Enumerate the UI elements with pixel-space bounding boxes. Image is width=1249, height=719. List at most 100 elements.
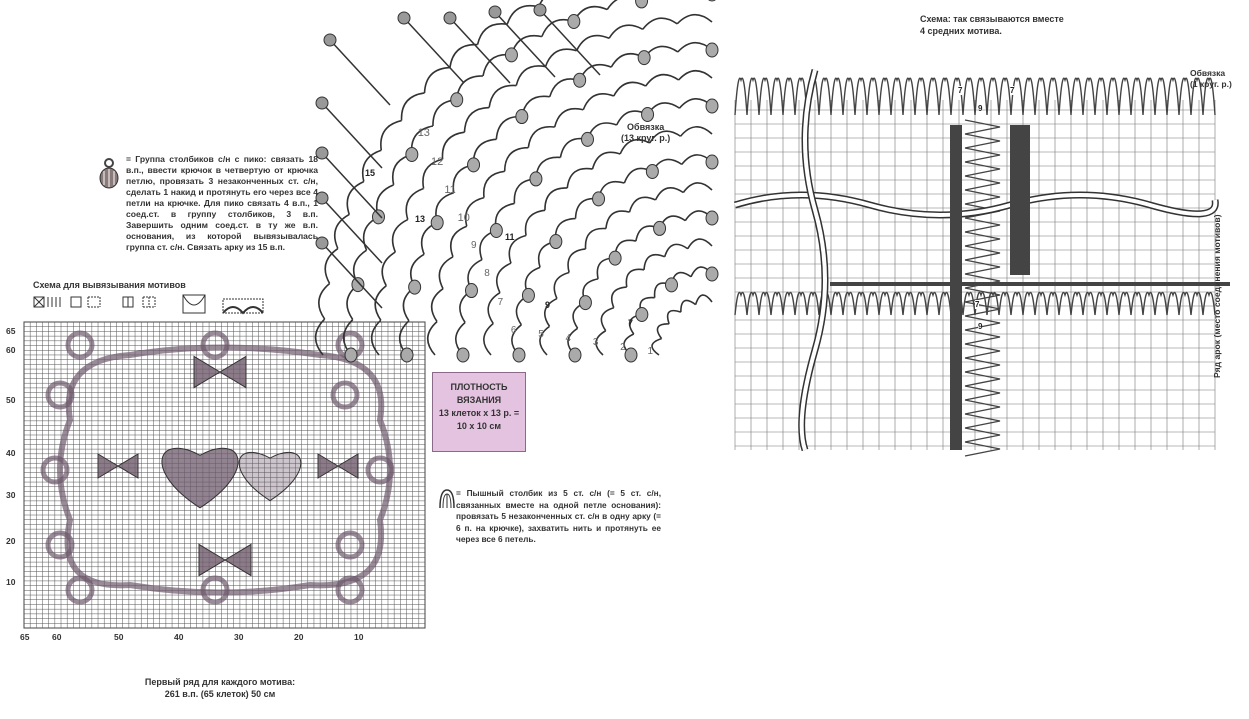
puff-stitch-mark [635,307,649,322]
puff-stitch-mark [708,0,716,2]
picot-arc [321,197,383,264]
fan-row-arcs [314,0,544,356]
x-tick-label: 50 [114,632,124,642]
picot-arc [329,39,391,106]
picot-note-text: = Группа столбиков с/н с пико: связать 1… [126,154,318,252]
puff-stitch-mark [504,47,518,63]
curl-motif [45,530,75,560]
fan-row-arcs [455,98,713,356]
join-diagram-title: Схема: так связываются вместе 4 средних … [920,13,1064,37]
picot-arc [403,17,465,84]
puff-stitch-icon [438,488,456,510]
picot-arc [321,102,383,169]
fan-row-arcs [539,182,713,356]
first-row-caption: Первый ряд для каждого мотива: 261 в.п. … [110,676,330,700]
puff-stitch-mark [344,347,358,363]
wavy-divider-v-inner [799,69,827,451]
curl-motif [45,380,75,410]
half-square-icon [122,296,156,308]
curl-motif [65,575,95,605]
curl-motif [200,330,230,360]
puff-note-text: = Пышный столбик из 5 ст. с/н (= 5 ст. с… [456,488,661,544]
curl-motif [330,380,360,410]
picot-arc [321,152,383,219]
puff-stitch-mark [430,215,444,231]
fan-row-arcs [623,266,713,356]
puff-stitch-mark [581,131,594,147]
arch-row-label: Ряд арок (место соединения мотивов) [1212,214,1222,378]
picot-mark [323,33,337,47]
fan-row-arcs [426,69,713,356]
puff-stitch-mark [645,163,659,179]
puff-stitch-mark [408,279,422,295]
x-tick-label: 65 [20,632,30,642]
picot-arc [321,242,383,309]
arch-icon [182,294,264,315]
join-count-label: 9 [978,322,983,331]
join-title-2: 4 средних мотива. [920,26,1002,36]
empty-square-icon [70,296,101,308]
puff-stitch-mark [705,98,719,114]
puff-stitch-mark [529,171,543,187]
puff-stitch-mark [467,157,481,173]
puff-stitch-mark [450,92,464,108]
puff-stitch-mark [705,42,719,58]
fan-row-arcs [595,238,713,356]
motif-legend-symbols [33,293,293,317]
density-title-1: ПЛОТНОСТЬ [450,382,508,392]
fan-row-number: 6 [510,324,517,336]
y-tick-label: 30 [6,490,16,500]
fan-row-arcs [398,41,713,356]
y-tick-label: 60 [6,345,16,355]
edging-loops [734,77,1216,116]
picot-mark [533,3,547,17]
y-tick-label: 20 [6,536,16,546]
caption-line-1: Первый ряд для каждого мотива: [144,677,296,687]
fan-row-arcs [567,210,713,356]
arc-count-label: 15 [365,168,376,178]
knitting-density-box: ПЛОТНОСТЬ ВЯЗАНИЯ 13 клеток х 13 р. = 10… [432,372,526,452]
picot-mark [397,11,411,25]
arc-count-label: 13 [415,214,426,224]
fan-edging-title: Обвязка [627,122,665,132]
puff-stitch-mark [549,234,563,250]
bow-motif-top [193,355,247,389]
fan-row-number: 2 [620,341,626,353]
fan-row-number: 7 [497,296,504,308]
puff-stitch-mark [515,109,529,125]
bow-motif-right [317,453,359,479]
puff-stitch-mark [637,50,651,66]
y-tick-label: 10 [6,577,16,587]
fan-row-number: 11 [444,183,456,196]
picot-mark [488,5,502,19]
picot-mark [443,11,457,25]
join-edging-title: Обвязка [1190,68,1226,78]
fan-row-number: 9 [470,240,477,252]
join-loops-middle [734,291,1216,316]
fan-row-arcs [511,154,713,356]
puff-stitch-mark [489,223,503,238]
picot-mark [315,96,329,110]
filled-square-icon [33,296,61,308]
fan-row-number: 12 [431,155,444,168]
curl-motif [335,530,365,560]
puff-stitch-mark [705,210,719,226]
join-count-label: 9 [978,104,983,113]
fan-row-number: 1 [647,345,654,357]
puff-stitch-mark [351,277,365,293]
join-edging-label: Обвязка (1 круг. р.) [1190,68,1232,90]
puff-stitch-mark [635,0,649,9]
bow-motif-left [97,453,139,479]
puff-stitch-mark [608,250,622,266]
puff-stitch-mark [456,347,470,363]
puff-stitch-mark [400,347,414,363]
puff-stitch-mark [567,13,581,29]
puff-stitch-mark [521,287,535,303]
join-thick-bar [950,125,962,450]
arc-count-label: 9 [545,300,551,310]
fan-edging-label: Обвязка (13 круг. р.) [621,122,670,144]
density-line-2: 10 х 10 см [456,421,502,431]
fan-row-number: 10 [457,212,470,225]
join-count-label: 7 [958,86,963,95]
